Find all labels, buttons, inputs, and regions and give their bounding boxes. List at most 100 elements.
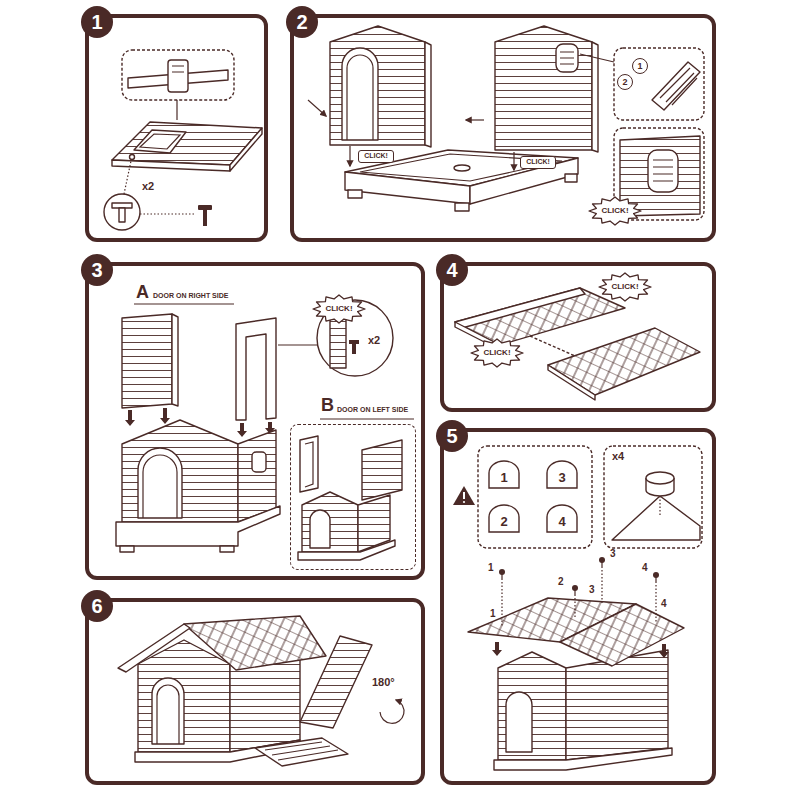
callout-number: 1 — [490, 608, 496, 620]
step3-figure — [352, 344, 356, 354]
burst-outline — [589, 197, 641, 225]
step2-figure — [308, 26, 704, 220]
step2-figure — [556, 44, 578, 72]
step2-figure — [560, 52, 574, 64]
step2-figure — [348, 190, 362, 198]
step2-figure — [308, 100, 326, 116]
step-number: 1 — [81, 6, 113, 38]
step5-figure — [494, 748, 672, 770]
step2-figure — [614, 48, 704, 120]
step2-figure — [495, 26, 592, 150]
step5-figure — [566, 650, 668, 760]
step1-figure — [119, 208, 125, 222]
step3-figure — [160, 408, 170, 424]
step6-figure — [300, 636, 372, 728]
callout-number: 2 — [558, 576, 564, 588]
step1-figure — [203, 210, 207, 226]
sign-outline — [489, 461, 519, 488]
step5-figure — [463, 492, 465, 499]
quantity-label: x2 — [142, 180, 154, 193]
step2-figure — [345, 172, 470, 204]
callout-number: 1 — [488, 562, 494, 574]
step1-figure — [140, 134, 180, 149]
click-burst: CLICK! — [470, 338, 524, 368]
step3-figure — [349, 340, 359, 344]
step4-figure — [455, 288, 700, 400]
option-letter: A — [136, 282, 149, 303]
step1-figure — [122, 50, 234, 100]
step-panel: 1 — [85, 14, 268, 242]
quantity-label: x2 — [368, 334, 380, 347]
option-inset: BDOOR ON LEFT SIDE — [290, 424, 416, 570]
step2-figure — [425, 42, 431, 147]
burst-outline — [471, 339, 523, 367]
rotation-label: 180° — [372, 676, 395, 689]
step5-figure — [453, 486, 475, 505]
step5-figure — [453, 446, 702, 770]
step2-figure — [648, 150, 678, 192]
step-panel: 6 — [85, 598, 425, 785]
step2-figure — [342, 48, 378, 140]
step3-figure — [220, 546, 234, 552]
step2-figure — [347, 55, 373, 140]
step2-figure — [454, 165, 470, 171]
callout-number: 3 — [589, 584, 595, 596]
step3-figure — [252, 452, 266, 472]
option-heading: DOOR ON LEFT SIDE — [337, 406, 408, 414]
order-number: 4 — [558, 515, 565, 530]
click-burst: CLICK! — [598, 272, 652, 302]
order-number: 1 — [637, 61, 642, 71]
step5-figure — [659, 496, 660, 516]
step5-figure — [604, 446, 702, 548]
sign-outline — [547, 461, 577, 488]
step3-figure — [310, 510, 330, 548]
step2-figure — [653, 160, 673, 181]
step3-figure — [238, 430, 276, 522]
order-number: 2 — [500, 515, 507, 530]
option-heading: DOOR ON RIGHT SIDE — [153, 292, 228, 300]
step3-figure — [278, 344, 317, 345]
click-text: CLICK! — [611, 282, 638, 291]
order-number: 1 — [500, 471, 507, 486]
step3-figure — [134, 303, 234, 304]
step4-figure — [548, 365, 595, 400]
click-tag: CLICK! — [358, 150, 394, 163]
burst-outline — [313, 295, 365, 323]
step5-figure — [574, 598, 575, 618]
step1-figure — [230, 128, 262, 171]
step2-figure — [513, 152, 514, 170]
step3-figure — [298, 540, 395, 560]
step6-figure — [118, 616, 404, 766]
step1-figure — [134, 130, 186, 153]
order-sign: 3 — [546, 460, 578, 489]
step6-figure — [118, 624, 190, 672]
step1-figure — [168, 60, 188, 92]
step-panel: 2CLICK!CLICK!12CLICK! — [290, 14, 716, 242]
step1-figure — [176, 100, 177, 120]
step3-figure — [125, 410, 135, 426]
quantity-label: x4 — [612, 450, 624, 463]
step5-figure — [646, 472, 674, 484]
step-panel: 4CLICK!CLICK! — [440, 262, 716, 412]
step6-figure — [157, 685, 179, 744]
step5-figure — [463, 501, 465, 503]
sign-outline — [489, 505, 519, 532]
order-number: 2 — [622, 77, 627, 87]
step3-figure — [122, 420, 238, 522]
step5-figure — [601, 560, 602, 568]
option-letter: B — [321, 395, 334, 416]
step1-figure — [124, 161, 131, 194]
step-number: 5 — [436, 420, 468, 452]
step1-figure — [104, 194, 140, 230]
step3-figure — [320, 418, 414, 419]
order-sign: 4 — [546, 504, 578, 533]
step2-figure — [580, 54, 614, 62]
step3-figure — [237, 423, 247, 437]
step4-figure — [530, 336, 575, 356]
step-number: 6 — [81, 590, 113, 622]
order-circle: 1 — [632, 58, 648, 74]
step3-figure — [300, 436, 318, 492]
step3-figure — [236, 318, 276, 420]
